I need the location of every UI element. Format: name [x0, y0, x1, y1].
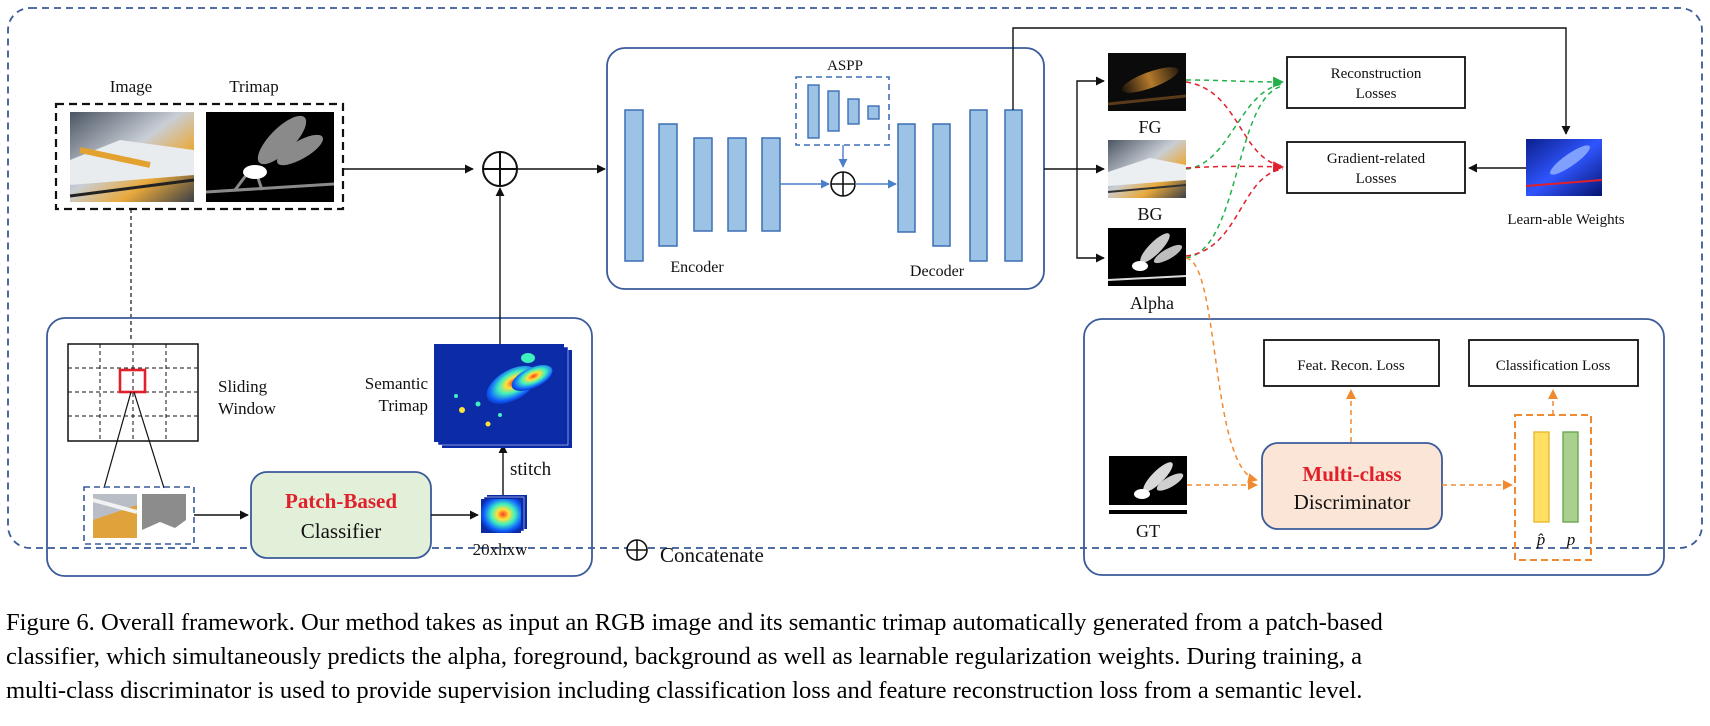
stitch-label: stitch: [510, 459, 552, 480]
encoder-layer-2: [658, 123, 678, 247]
feat-recon-loss-box: [1263, 339, 1440, 387]
arrow-to-alpha: [1076, 169, 1105, 263]
discriminator-subtitle: Discriminator: [1294, 490, 1411, 514]
bg-output-thumbnail: [1107, 140, 1187, 198]
classification-loss-label: Classification Loss: [1496, 358, 1611, 374]
image-label: Image: [110, 77, 152, 96]
score-map-size-label: 20xhxw: [473, 540, 529, 559]
patch-pair-box: [83, 486, 195, 545]
decoder-layer-4: [1004, 109, 1023, 262]
trimap-label: Trimap: [229, 77, 278, 96]
decoder-layer-1: [897, 123, 916, 233]
aspp-branch-3: [847, 98, 860, 125]
multiclass-discriminator: [1261, 442, 1443, 530]
bg-label: BG: [1137, 204, 1162, 224]
caption-line-3: multi-class discriminator is used to pro…: [6, 677, 1363, 704]
reconstruction-losses-line2: Losses: [1356, 86, 1397, 102]
red-arrow-bg-grad: [1185, 161, 1285, 173]
reconstruction-losses-line1: Reconstruction: [1331, 66, 1422, 82]
alpha-label: Alpha: [1130, 293, 1174, 313]
decoder-label: Decoder: [910, 263, 965, 280]
green-arrow-alpha-recon: [1185, 85, 1284, 259]
outer-frame: [7, 7, 1703, 549]
p-vector-bar: [1562, 431, 1579, 523]
concat-legend-symbol: [626, 539, 648, 561]
reconstruction-losses-box: [1286, 56, 1466, 109]
gradient-losses-line1: Gradient-related: [1327, 151, 1426, 167]
figure-caption: Figure 6. Overall framework. Our method …: [6, 606, 1706, 708]
framework-diagram: Image Trimap Sli: [7, 7, 1703, 577]
aspp-branch-4: [867, 105, 880, 120]
alpha-output-thumbnail: [1107, 228, 1187, 286]
arrow-decoder-to-weights: [1012, 27, 1571, 135]
learnable-weights-map: [1525, 139, 1603, 196]
p-hat-vector-bar: [1533, 431, 1550, 523]
encoder-layer-3: [693, 137, 713, 232]
patch-classifier-panel: [46, 317, 593, 577]
green-arrow-fg-recon: [1185, 76, 1285, 88]
encoder-layer-5: [761, 137, 781, 232]
discriminator-title: Multi-class: [1302, 462, 1401, 486]
classifier-title: Patch-Based: [285, 489, 397, 513]
sliding-window-grid: [67, 343, 199, 489]
caption-line-2: classifier, which simultaneously predict…: [6, 643, 1363, 670]
prediction-vectors-box: [1514, 414, 1592, 561]
red-arrow-fg-grad: [1185, 81, 1284, 167]
green-arrow-bg-recon: [1185, 83, 1284, 170]
sliding-window-label-2: Window: [218, 399, 277, 418]
gt-label: GT: [1136, 521, 1160, 541]
patch-based-classifier: [250, 471, 432, 559]
p-hat-label: p̂: [1536, 530, 1546, 549]
decoder-layer-3: [969, 109, 988, 262]
fg-label: FG: [1138, 117, 1161, 137]
input-trimap-thumbnail: [205, 112, 335, 202]
encoder-layer-1: [624, 109, 644, 262]
classification-loss-box: [1468, 339, 1639, 387]
discriminator-panel: [1083, 318, 1665, 576]
caption-line-1: Figure 6. Overall framework. Our method …: [6, 609, 1383, 636]
input-image-thumbnail: [69, 112, 195, 202]
encoder-label: Encoder: [670, 259, 724, 276]
learnable-weights-label: Learn-able Weights: [1507, 212, 1624, 228]
decoder-layer-2: [932, 123, 951, 247]
patch-image-thumbnail: [92, 494, 138, 538]
semantic-trimap-map: [434, 344, 572, 448]
patch-score-maps: [481, 495, 527, 533]
semantic-trimap-label-2: Trimap: [379, 396, 428, 415]
aspp-label: ASPP: [827, 58, 863, 74]
gradient-losses-line2: Losses: [1356, 171, 1397, 187]
gt-thumbnail: [1109, 456, 1187, 514]
concat-symbol-main: [482, 151, 518, 187]
fg-output-thumbnail: [1107, 53, 1187, 111]
aspp-branch-2: [827, 90, 840, 132]
feat-recon-loss-label: Feat. Recon. Loss: [1297, 358, 1405, 374]
aspp-branch-1: [807, 84, 820, 139]
input-dashed-box: [54, 102, 345, 211]
semantic-trimap-label-1: Semantic: [365, 374, 429, 393]
encoder-layer-4: [727, 137, 747, 232]
patch-trimap-thumbnail: [142, 494, 186, 538]
sliding-window-label-1: Sliding: [218, 377, 268, 396]
gradient-losses-box: [1286, 141, 1466, 194]
concat-symbol-aspp: [830, 171, 856, 197]
concat-legend-label: Concatenate: [660, 543, 764, 567]
red-arrow-alpha-grad: [1185, 168, 1284, 257]
p-label: p: [1566, 530, 1576, 549]
classifier-subtitle: Classifier: [301, 519, 381, 543]
orange-arrow-alpha-to-disc: [1185, 257, 1258, 483]
arrow-to-fg: [1076, 76, 1105, 169]
